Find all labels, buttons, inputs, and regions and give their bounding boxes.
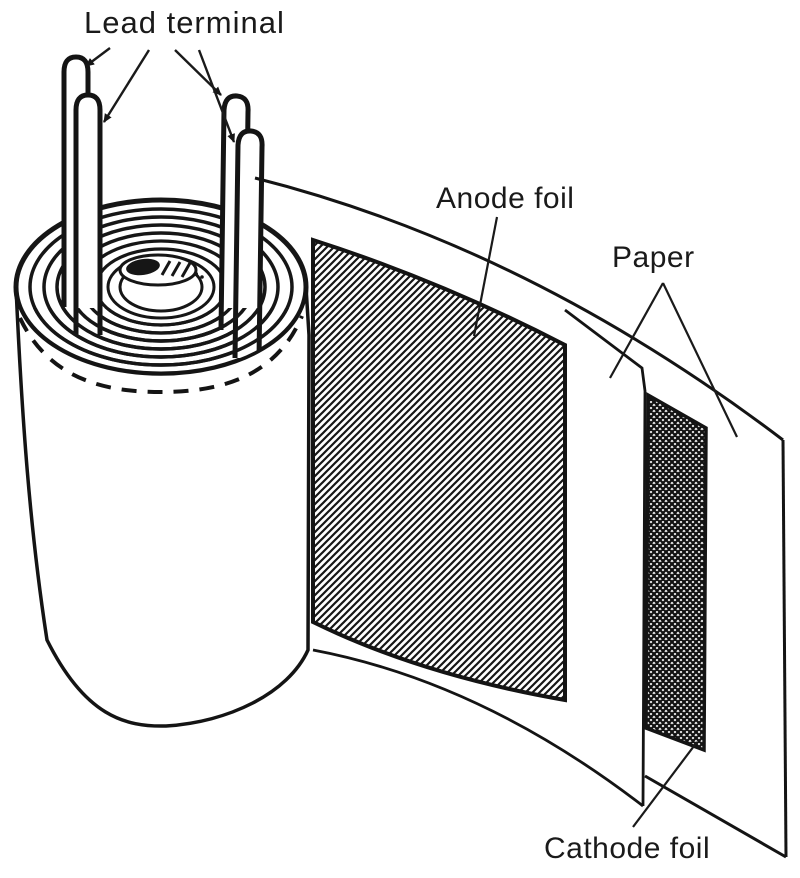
lead-terminal-tabs bbox=[61, 54, 265, 359]
cathode-foil-sheet bbox=[644, 392, 708, 753]
leader-lines bbox=[472, 216, 738, 828]
lead-tab-left-front bbox=[73, 92, 103, 335]
anode-foil-sheet bbox=[311, 237, 567, 703]
roll-cylinder-body bbox=[14, 286, 311, 728]
outer-paper-sheet bbox=[254, 176, 788, 859]
lead-terminal-label: Lead terminal bbox=[84, 5, 285, 40]
cathode-foil-leader bbox=[632, 741, 698, 828]
lead-terminal-arrows bbox=[85, 47, 236, 143]
winding-core-detail bbox=[118, 253, 204, 287]
lead-terminal-arrow-1 bbox=[85, 47, 111, 67]
lead-terminal-arrow-2 bbox=[102, 49, 151, 123]
anode-foil-label: Anode foil bbox=[436, 182, 575, 215]
paper-leader-right bbox=[662, 282, 738, 438]
middle-paper-sheet bbox=[312, 308, 647, 808]
paper-label: Paper bbox=[612, 241, 695, 274]
winding-front-arcs bbox=[32, 308, 290, 367]
lead-tab-right-front bbox=[232, 128, 265, 359]
lead-terminal-arrow-4 bbox=[197, 49, 236, 143]
paper-leader-left bbox=[609, 282, 664, 379]
cathode-foil-label: Cathode foil bbox=[544, 832, 711, 865]
roll-hidden-rim-dashed bbox=[18, 315, 304, 395]
anode-foil-leader bbox=[472, 216, 499, 337]
